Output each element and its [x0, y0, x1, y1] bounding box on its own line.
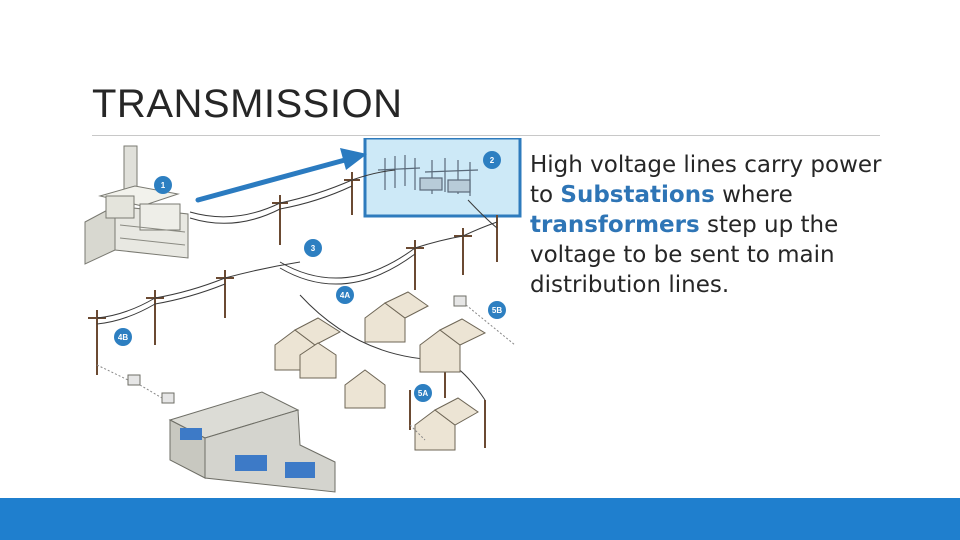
svg-text:5B: 5B — [492, 306, 502, 315]
badge-5a: 5A — [414, 384, 432, 402]
slide-title: TRANSMISSION — [92, 82, 403, 126]
body-text-part3: step up the voltage to be sent to main d… — [530, 212, 839, 298]
arrow-icon — [195, 148, 367, 203]
power-plant — [84, 145, 189, 265]
pole-transformers — [127, 295, 467, 404]
badge-3: 3 — [304, 239, 322, 257]
body-text: High voltage lines carry power to Substa… — [530, 150, 890, 300]
houses — [274, 291, 487, 451]
power-lines — [96, 169, 498, 401]
svg-text:4A: 4A — [340, 291, 350, 300]
transformers-highlight: transformers — [530, 212, 700, 238]
svg-text:4B: 4B — [118, 333, 128, 342]
substation-highlight-box — [363, 138, 522, 218]
svg-text:1: 1 — [161, 181, 166, 190]
badge-1: 1 — [154, 176, 172, 194]
substation — [377, 155, 479, 196]
substations-highlight: Substations — [560, 182, 715, 208]
svg-text:5A: 5A — [418, 389, 428, 398]
badge-4b: 4B — [114, 328, 132, 346]
badge-4a: 4A — [336, 286, 354, 304]
body-text-part2: where — [714, 182, 793, 208]
badge-2: 2 — [483, 151, 501, 169]
footer-bar — [0, 498, 960, 540]
badge-5b: 5B — [488, 301, 506, 319]
service-drops — [96, 304, 516, 441]
title-divider — [92, 135, 880, 136]
commercial-building — [168, 391, 336, 493]
svg-text:2: 2 — [490, 156, 495, 165]
power-grid-illustration: 1 2 3 4A 4B 5A — [84, 138, 522, 493]
svg-text:3: 3 — [311, 244, 316, 253]
label-badges: 1 2 3 4A 4B 5A — [114, 151, 506, 402]
body-text-part1: High voltage lines carry power to — [530, 152, 882, 208]
